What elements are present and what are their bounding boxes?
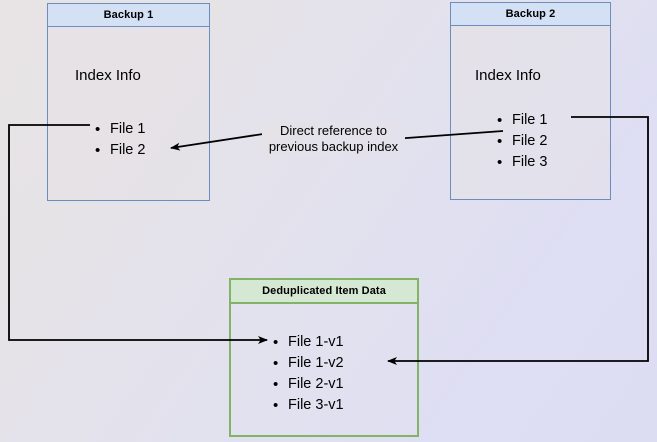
node-backup-1-title: Backup 1 <box>48 4 209 27</box>
list-item[interactable]: File 1-v2 <box>273 353 344 374</box>
list-item[interactable]: File 2 <box>95 140 145 161</box>
node-backup-2-body: Index Info File 1 File 2 File 3 <box>451 26 610 201</box>
node-backup-1-heading: Index Info <box>75 67 141 84</box>
list-item[interactable]: File 1-v1 <box>273 332 344 353</box>
edge-label-line-1: Direct reference to <box>280 123 387 138</box>
edge-label-line-2: previous backup index <box>268 139 399 154</box>
node-backup-2-heading: Index Info <box>475 67 541 84</box>
list-item[interactable]: File 1 <box>497 110 547 131</box>
node-backup-2-file-list: File 1 File 2 File 3 <box>497 110 547 173</box>
list-item[interactable]: File 3-v1 <box>273 395 344 416</box>
list-item[interactable]: File 3 <box>497 152 547 173</box>
node-deduplicated-item-data-title: Deduplicated Item Data <box>231 280 417 304</box>
list-item[interactable]: File 2-v1 <box>273 374 344 395</box>
list-item[interactable]: File 2 <box>497 131 547 152</box>
node-backup-1-file-list: File 1 File 2 <box>95 119 145 161</box>
node-backup-1[interactable]: Backup 1 Index Info File 1 File 2 <box>47 3 210 201</box>
node-deduplicated-item-data-body: File 1-v1 File 1-v2 File 2-v1 File 3-v1 <box>231 304 417 437</box>
node-deduplicated-file-list: File 1-v1 File 1-v2 File 2-v1 File 3-v1 <box>273 332 344 416</box>
node-deduplicated-item-data[interactable]: Deduplicated Item Data File 1-v1 File 1-… <box>229 278 419 437</box>
node-backup-1-body: Index Info File 1 File 2 <box>48 27 209 202</box>
node-backup-2[interactable]: Backup 2 Index Info File 1 File 2 File 3 <box>450 2 611 200</box>
node-backup-2-title: Backup 2 <box>451 3 610 26</box>
list-item[interactable]: File 1 <box>95 119 145 140</box>
edge-label-direct-reference: Direct reference to previous backup inde… <box>262 122 405 156</box>
